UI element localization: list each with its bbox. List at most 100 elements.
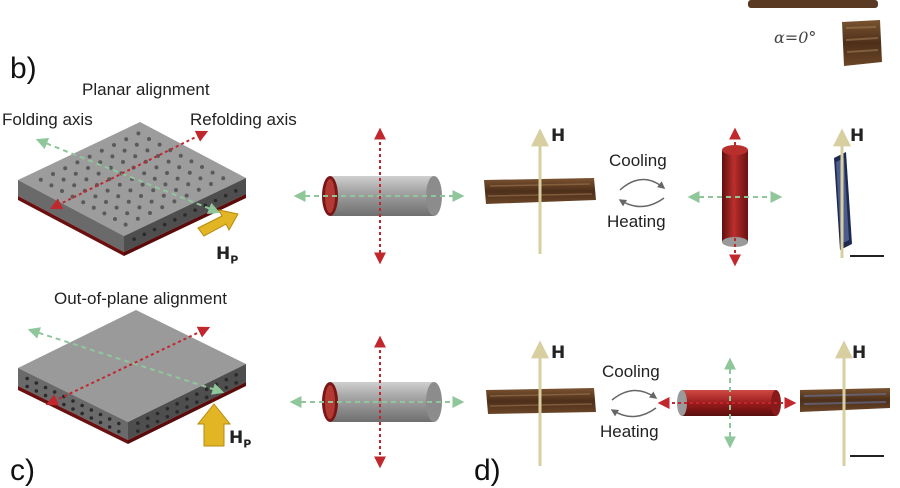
slab-dot [93, 194, 98, 199]
field-h-label-row2: H [551, 343, 566, 363]
slab-dot [73, 171, 78, 176]
field-h-label-row1: H [551, 126, 566, 146]
planar-alignment-title: Planar alignment [82, 80, 210, 99]
slab-dot [137, 205, 142, 210]
slab-dot [234, 189, 238, 193]
field-hp-label-row1: HP [216, 244, 239, 267]
slab-dot [224, 385, 229, 390]
slab-dot [113, 217, 117, 221]
slab-dot [204, 387, 209, 392]
slab-dot [161, 193, 166, 198]
slab-dot [198, 176, 203, 181]
slab-dot [200, 165, 204, 169]
slab-dot [121, 160, 125, 164]
slab-dot [98, 420, 103, 425]
slab-dot [86, 166, 90, 170]
slab-dot [43, 385, 48, 390]
slab-dot [166, 159, 171, 164]
planar-slab [18, 122, 246, 256]
slab-dot [187, 170, 192, 175]
slab-dot [25, 384, 29, 389]
out-of-plane-alignment-title: Out-of-plane alignment [54, 289, 227, 308]
slab-dot [145, 416, 150, 421]
slab-dot [63, 166, 68, 171]
slab-dot [98, 412, 103, 417]
red-cylinder-row1-axes [687, 127, 783, 267]
slab-dot [80, 403, 84, 408]
cooling-label-row2: Cooling [602, 362, 660, 381]
slab-dot [136, 421, 140, 425]
slab-dot [213, 198, 218, 203]
slab-dot [135, 216, 140, 221]
slab-dot [147, 137, 151, 141]
slab-dot [43, 393, 48, 398]
slab-dot [110, 154, 115, 159]
slab-dot [114, 205, 119, 210]
slab-dot [174, 188, 178, 192]
slab-dot [116, 194, 121, 199]
slab-dot [60, 189, 64, 193]
slab-dot [124, 137, 129, 142]
slab-dot [25, 376, 29, 381]
planar-refolding-axis-arrow [49, 130, 209, 210]
slab-dot [173, 218, 177, 222]
slab-dot [140, 182, 145, 187]
slab-dot [221, 176, 226, 181]
slab-dot [84, 177, 89, 182]
slab-dot [96, 171, 101, 176]
slab-dot [81, 200, 86, 205]
slab-dot [195, 400, 199, 404]
slab-dot [105, 188, 110, 193]
slab-dot [160, 205, 165, 210]
slab-dot [152, 176, 157, 181]
slab-dot [234, 373, 238, 377]
slab-dot [178, 153, 183, 158]
slab-dot [165, 171, 169, 175]
oop-field-arrow [196, 403, 232, 447]
slab-dot [145, 148, 150, 153]
slab-dot [87, 154, 92, 159]
slab-dot [224, 377, 229, 382]
heating-label-row2: Heating [600, 422, 659, 441]
slab-dot [102, 211, 107, 216]
slab-dot [38, 177, 43, 182]
slab-dot [163, 182, 168, 187]
slab-dot [209, 182, 213, 186]
slab-dot [104, 200, 108, 204]
slab-dot [136, 131, 141, 136]
slab-dot [72, 183, 77, 188]
planar-field-arrow [197, 209, 239, 237]
slab-dot [204, 395, 209, 400]
slab-dot [155, 411, 160, 416]
slab-dot [117, 429, 121, 434]
slab-dot [151, 188, 156, 193]
slab-dot [136, 429, 140, 433]
slab-dot [125, 211, 130, 216]
slab-dot [142, 171, 147, 176]
slab-dot [184, 193, 189, 198]
slab-dot [122, 148, 127, 153]
slab-dot [165, 406, 170, 411]
slab-dot [175, 410, 179, 414]
slab-dot [117, 182, 122, 187]
slab-dot [71, 407, 75, 411]
top-sample-fragment [748, 0, 882, 66]
slab-dot [148, 211, 152, 215]
slab-dot [152, 227, 157, 232]
slab-dot [89, 416, 94, 420]
slab-dot [107, 417, 112, 421]
slab-dot [117, 421, 121, 426]
slab-dot [165, 414, 170, 419]
slab-dot [154, 165, 159, 170]
slab-dot [214, 382, 219, 387]
slab-dot [172, 199, 177, 204]
angle-label: α=0° [774, 28, 817, 47]
slab-dot [128, 188, 133, 193]
slab-dot [62, 402, 66, 407]
slab-dot [210, 170, 215, 175]
slab-dot [123, 222, 128, 227]
slab-dot [51, 172, 55, 176]
slab-dot [145, 424, 150, 429]
slab-dot [177, 165, 182, 170]
slab-dot [196, 187, 201, 192]
